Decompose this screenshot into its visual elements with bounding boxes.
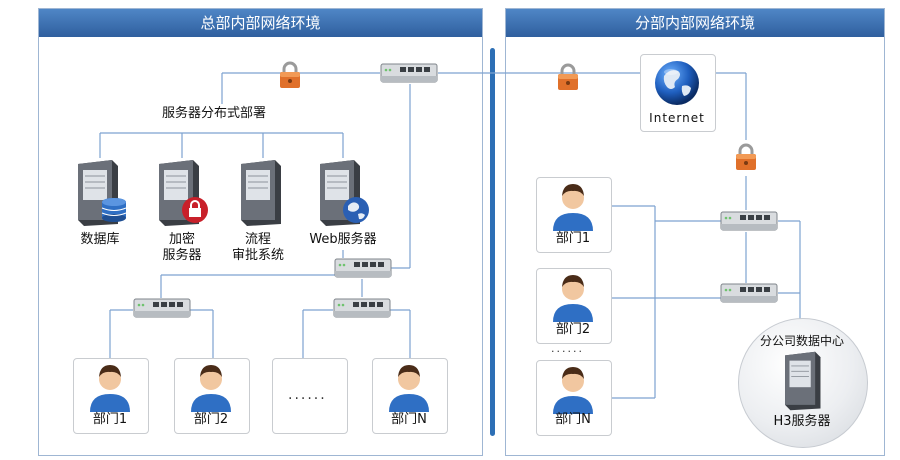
lock-icon (280, 61, 300, 88)
user-icon (553, 184, 593, 231)
server-label-encryption: 加密 服务器 (142, 232, 222, 264)
user-icon (90, 365, 130, 412)
hq-department-label: 部门2 (193, 412, 229, 427)
server-label-database: 数据库 (80, 232, 120, 247)
branch-panel-title: 分部内部网络环境 (506, 9, 884, 37)
network-switch-icon (133, 298, 191, 318)
network-switch-icon (380, 63, 438, 83)
center-divider (490, 48, 495, 436)
encryption-server-icon (159, 160, 208, 226)
network-switch-icon (720, 211, 778, 231)
workflow-server-icon (241, 160, 281, 226)
hq-department-card-more (272, 358, 348, 434)
user-icon (389, 365, 429, 412)
server-group-title: 服务器分布式部署 (162, 106, 267, 121)
h3-server-icon (785, 351, 821, 411)
network-switch-icon (720, 283, 778, 303)
hq-department-ellipsis: ...... (288, 387, 327, 403)
user-icon (191, 365, 231, 412)
branch-department-ellipsis: ...... (551, 342, 584, 355)
hq-panel-title: 总部内部网络环境 (39, 9, 482, 37)
user-icon (553, 275, 593, 322)
server-label-workflow: 流程 审批系统 (218, 232, 298, 264)
network-switch-icon (334, 258, 392, 278)
server-label-line: 审批系统 (231, 248, 284, 263)
network-switch-icon (333, 298, 391, 318)
lock-icon (736, 143, 756, 170)
hq-department-label: 部门N (391, 412, 427, 427)
server-label-line: 加密 (168, 232, 195, 247)
internet-label: Internet (649, 111, 705, 125)
database-server-icon (78, 160, 127, 226)
lock-icon (558, 63, 578, 90)
hq-department-label: 部门1 (92, 412, 128, 427)
server-label-line: 服务器 (162, 248, 202, 263)
datacenter-server-label: H3服务器 (773, 414, 831, 429)
branch-department-label: 部门1 (555, 231, 591, 246)
server-label-web: Web服务器 (309, 232, 377, 247)
server-label-line: 流程 (244, 232, 271, 247)
datacenter-title: 分公司数据中心 (759, 334, 844, 348)
branch-department-label: 部门2 (555, 322, 591, 337)
internet-globe-icon (655, 61, 699, 105)
branch-department-label: 部门N (555, 412, 591, 427)
user-icon (553, 367, 593, 414)
web-server-icon (320, 160, 369, 226)
